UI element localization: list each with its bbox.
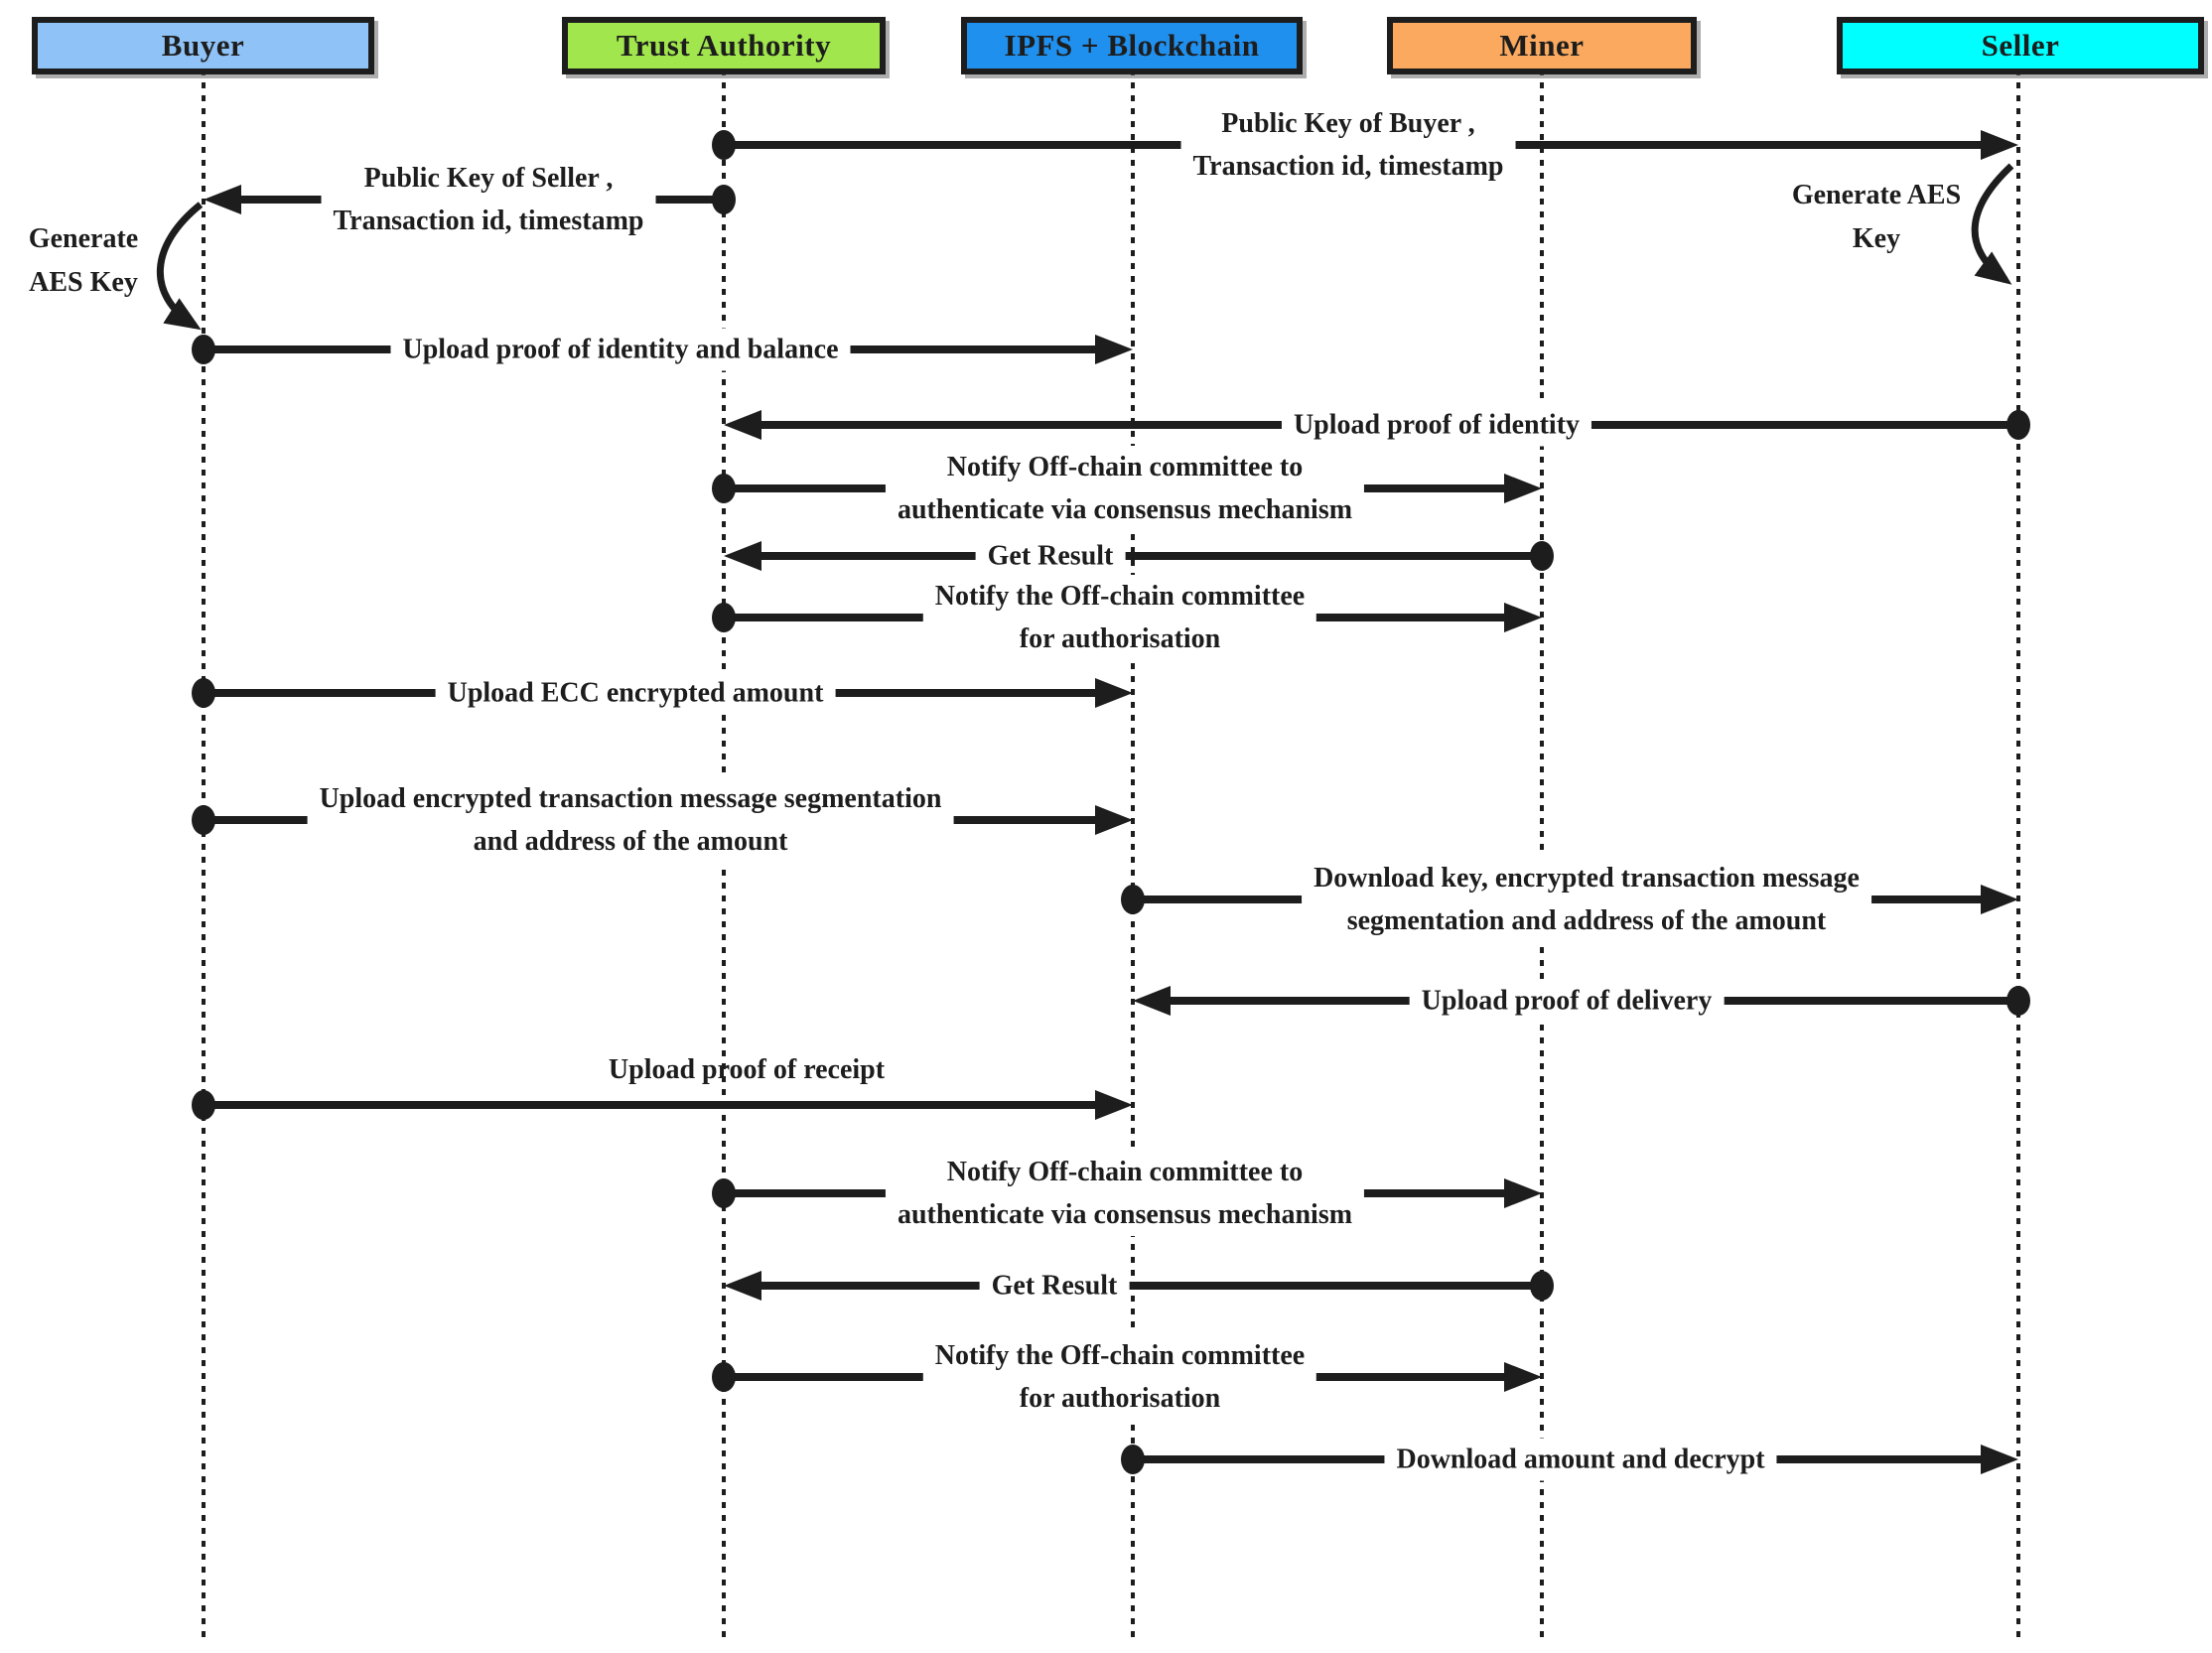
message-origin-dot xyxy=(1530,1271,1554,1301)
message-label: Download key, encrypted transaction mess… xyxy=(1302,857,1871,942)
message-line xyxy=(204,1101,1103,1109)
arrowhead-icon xyxy=(1095,805,1133,835)
message-label: Notify Off-chain committee to authenticat… xyxy=(885,1151,1365,1236)
message-line xyxy=(754,552,1542,560)
message-label-line: and address of the amount xyxy=(473,826,788,857)
message-label: Upload ECC encrypted amount xyxy=(435,671,836,715)
arrowhead-icon xyxy=(1095,678,1133,708)
arrowhead-icon xyxy=(1981,885,2018,914)
arrowhead-icon xyxy=(724,1271,761,1301)
arrowhead-icon xyxy=(724,541,761,571)
message-label-line: authenticate via consensus mechanism xyxy=(897,1199,1353,1230)
message-label: Get Result xyxy=(979,1264,1130,1308)
message-label: Upload proof of identity xyxy=(1281,403,1592,447)
message-origin-dot xyxy=(192,335,215,364)
message-label: Download amount and decrypt xyxy=(1384,1438,1777,1481)
self-action-label-line: AES Key xyxy=(29,267,138,298)
message-label: Upload proof of receipt xyxy=(608,1054,886,1085)
message-label: Get Result xyxy=(975,534,1126,578)
message-label-line: for authorisation xyxy=(1019,1383,1221,1414)
lifeline-ipfs-blockchain xyxy=(1131,69,1135,1638)
actor-box-buyer: Buyer xyxy=(32,17,374,74)
message-label-line: authenticate via consensus mechanism xyxy=(897,494,1353,525)
lifeline-buyer xyxy=(202,69,206,1638)
arrowhead-icon xyxy=(1133,986,1171,1016)
self-action-label-line: Generate AES xyxy=(1791,180,1962,210)
self-action-label-seller: Generate AES Key xyxy=(1792,174,1961,261)
curved-arrow-icon xyxy=(1971,163,2014,285)
message-origin-dot xyxy=(1121,1445,1145,1474)
message-label: Notify the Off-chain committee for author… xyxy=(922,1334,1317,1420)
self-action-label-line: Generate xyxy=(28,223,139,254)
message-origin-dot xyxy=(712,1178,736,1208)
message-label: Notify the Off-chain committee for author… xyxy=(922,575,1317,660)
arrowhead-icon xyxy=(1095,335,1133,364)
arrowhead-icon xyxy=(1504,1178,1542,1208)
message-label: Notify Off-chain committee to authenticat… xyxy=(885,446,1365,531)
actor-name: Trust Authority xyxy=(616,28,832,63)
message-label: Public Key of Seller , Transaction id, ti… xyxy=(321,157,656,242)
actor-box-trust-authority: Trust Authority xyxy=(562,17,886,74)
message-origin-dot xyxy=(712,474,736,503)
actor-name: Miner xyxy=(1499,28,1585,63)
arrowhead-icon xyxy=(1981,1445,2018,1474)
message-label: Upload proof of identity and balance xyxy=(390,328,851,371)
actor-name: Buyer xyxy=(161,28,245,63)
message-label-line: for authorisation xyxy=(1019,623,1221,654)
arrowhead-icon xyxy=(1504,603,1542,632)
message-origin-dot xyxy=(2006,410,2030,440)
message-origin-dot xyxy=(1530,541,1554,571)
message-label-line: Transaction id, timestamp xyxy=(333,206,644,236)
message-origin-dot xyxy=(2006,986,2030,1016)
message-label: Upload encrypted transaction message seg… xyxy=(307,777,954,863)
message-origin-dot xyxy=(712,603,736,632)
arrowhead-icon xyxy=(724,410,761,440)
message-line xyxy=(754,1282,1542,1290)
lifeline-miner xyxy=(1540,69,1544,1638)
arrowhead-icon xyxy=(204,185,241,214)
actor-box-seller: Seller xyxy=(1837,17,2204,74)
arrowhead-icon xyxy=(1095,1090,1133,1120)
message-origin-dot xyxy=(192,805,215,835)
message-label-line: Upload encrypted transaction message seg… xyxy=(319,783,942,814)
message-origin-dot xyxy=(192,1090,215,1120)
message-label-line: Public Key of Seller , xyxy=(363,163,614,194)
self-action-label-line: Key xyxy=(1852,223,1901,254)
message-label-line: Notify the Off-chain committee xyxy=(934,581,1306,612)
message-label-line: Download key, encrypted transaction mess… xyxy=(1313,863,1860,894)
message-origin-dot xyxy=(712,1362,736,1392)
curved-arrow-icon xyxy=(157,202,204,331)
message-label-line: Transaction id, timestamp xyxy=(1192,151,1504,182)
message-label-line: Notify Off-chain committee to xyxy=(946,1157,1304,1187)
message-label-line: segmentation and address of the amount xyxy=(1346,905,1827,936)
actor-box-ipfs-blockchain: IPFS + Blockchain xyxy=(961,17,1303,74)
message-origin-dot xyxy=(192,678,215,708)
actor-name: Seller xyxy=(1981,28,2060,63)
message-origin-dot xyxy=(712,185,736,214)
actor-box-miner: Miner xyxy=(1387,17,1697,74)
message-label-line: Public Key of Buyer , xyxy=(1221,108,1475,139)
message-label-line: Notify Off-chain committee to xyxy=(946,452,1304,482)
message-label-line: Notify the Off-chain committee xyxy=(934,1340,1306,1371)
message-label: Public Key of Buyer , Transaction id, tim… xyxy=(1180,102,1516,188)
message-origin-dot xyxy=(712,130,736,160)
lifeline-seller xyxy=(2016,69,2020,1638)
message-origin-dot xyxy=(1121,885,1145,914)
actor-name: IPFS + Blockchain xyxy=(1004,28,1260,63)
arrowhead-icon xyxy=(1504,1362,1542,1392)
arrowhead-icon xyxy=(1504,474,1542,503)
arrowhead-icon xyxy=(1981,130,2018,160)
message-label: Upload proof of delivery xyxy=(1409,979,1725,1023)
